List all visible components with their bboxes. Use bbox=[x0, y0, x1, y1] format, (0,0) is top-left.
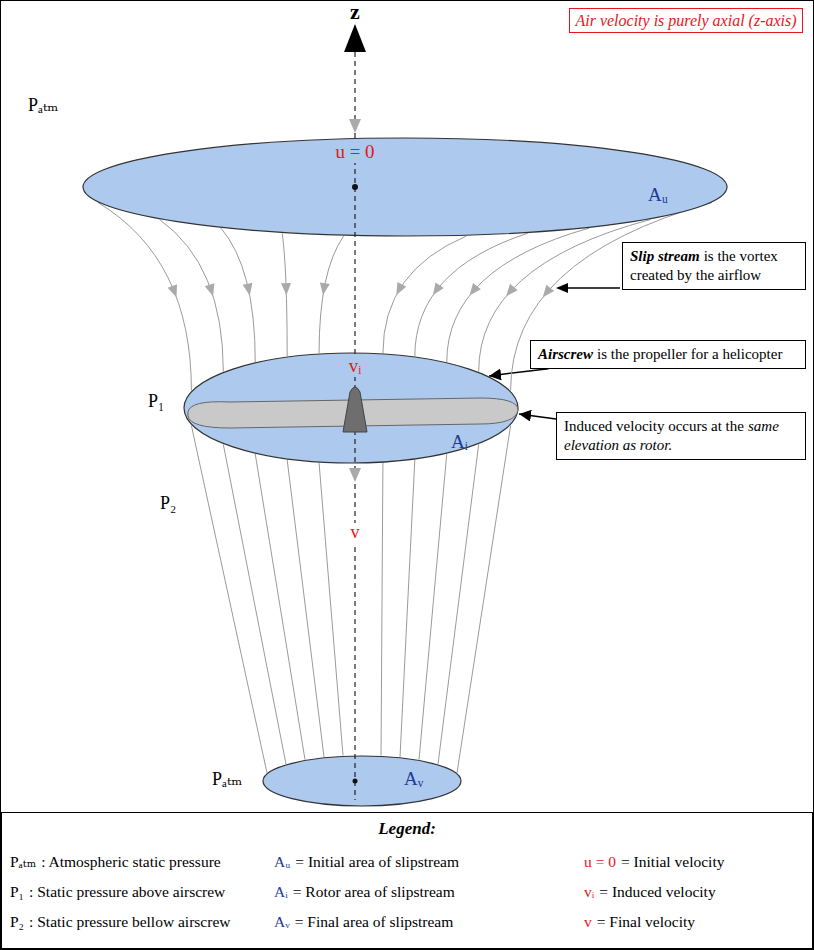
streamline bbox=[319, 236, 344, 353]
flow-arrowhead bbox=[470, 283, 481, 296]
legend-text: : Static pressure above airscrew bbox=[29, 883, 225, 900]
area-label: Aᵥ bbox=[404, 769, 423, 790]
legend-text: : Static pressure bellow airscrew bbox=[29, 913, 230, 930]
callout-box: Airscrewis the propeller for a helicopte… bbox=[530, 340, 806, 369]
flow-arrowhead bbox=[281, 283, 291, 295]
legend-symbol: Aᵢ bbox=[274, 883, 288, 900]
legend-text: = Induced velocity bbox=[599, 883, 715, 900]
disc-shape bbox=[184, 353, 518, 463]
streamline bbox=[438, 444, 479, 764]
legend-text: : Atmospheric static pressure bbox=[41, 853, 221, 870]
legend-symbol: vᵢ bbox=[584, 883, 594, 900]
streamline bbox=[319, 463, 343, 755]
legend-symbol: u = 0 bbox=[584, 853, 616, 870]
callout-box: Slip streamis the vortex created by the … bbox=[622, 242, 806, 290]
legend-text: = Final velocity bbox=[597, 913, 695, 930]
legend-symbol: v bbox=[584, 913, 592, 930]
legend-row: vᵢ = Induced velocity bbox=[584, 883, 716, 901]
flow-arrowhead bbox=[168, 284, 177, 297]
legend-row: P₂ : Static pressure bellow airscrew bbox=[10, 913, 230, 931]
callout-text: Air velocity is purely axial (z-axis) bbox=[575, 12, 796, 29]
legend-text: = Rotor area of slipstream bbox=[293, 883, 455, 900]
streamline bbox=[287, 460, 324, 757]
flow-arrowhead bbox=[433, 282, 444, 295]
area-label: Aᵢ bbox=[451, 432, 468, 453]
disc-outline bbox=[262, 755, 462, 807]
flow-arrowhead bbox=[396, 282, 406, 295]
flow-arrowhead bbox=[320, 282, 330, 295]
disc-shape bbox=[263, 756, 461, 806]
disc-outline bbox=[82, 137, 728, 237]
pressure-label: Pₐₜₘ bbox=[212, 770, 242, 790]
legend-title: Legend: bbox=[2, 819, 812, 839]
slipstream-disc: u = 0 Aᵤ bbox=[82, 137, 728, 237]
streamline bbox=[457, 425, 511, 772]
callout-arrow bbox=[519, 414, 556, 419]
legend-row: Aᵢ = Rotor area of slipstream bbox=[274, 883, 455, 901]
legend-row: Aᵥ = Final area of slipstream bbox=[274, 913, 453, 931]
streamline bbox=[160, 219, 224, 371]
leader-arrowhead bbox=[556, 283, 568, 293]
flow-arrowhead bbox=[506, 284, 518, 296]
pressure-label: P₂ bbox=[160, 494, 176, 514]
legend-text: = Final area of slipstream bbox=[295, 913, 454, 930]
flow-arrowhead bbox=[349, 468, 361, 482]
legend-row: Aᵤ = Initial area of slipstream bbox=[274, 853, 459, 871]
legend-symbol: Pₐₜₘ bbox=[10, 853, 36, 870]
legend-row: v = Final velocity bbox=[584, 913, 695, 931]
area-label: Aᵤ bbox=[648, 185, 668, 206]
streamline bbox=[415, 233, 528, 356]
flow-arrowhead bbox=[205, 283, 215, 296]
legend-row: Pₐₜₘ : Atmospheric static pressure bbox=[10, 853, 221, 871]
legend-box: Legend: Pₐₜₘ : Atmospheric static pressure… bbox=[1, 812, 813, 949]
symbol-label: u = 0 bbox=[332, 142, 377, 163]
disc-shape bbox=[83, 138, 727, 236]
legend-row: P₁ : Static pressure above airscrew bbox=[10, 883, 225, 901]
streamline bbox=[221, 228, 255, 362]
callout-text: Induced velocity occurs at the bbox=[564, 418, 744, 434]
center-dot bbox=[352, 184, 358, 190]
legend-row: u = 0 = Initial velocity bbox=[584, 853, 724, 871]
z-axis-arrow bbox=[344, 24, 366, 52]
callout-box: Induced velocity occurs at thesame eleva… bbox=[556, 412, 806, 460]
leader-line bbox=[566, 287, 620, 289]
legend-symbol: Aᵥ bbox=[274, 913, 290, 930]
streamline bbox=[383, 236, 466, 353]
streamline bbox=[191, 425, 267, 772]
axis-label: z bbox=[350, 0, 360, 24]
flow-arrowhead bbox=[543, 285, 554, 298]
streamline bbox=[381, 463, 383, 755]
callout-arrow bbox=[489, 369, 548, 376]
slipstream-disc: Aᵥ bbox=[262, 755, 462, 807]
streamline bbox=[223, 444, 286, 764]
pressure-label: Pₐₜₘ bbox=[28, 96, 58, 116]
rotor-hub bbox=[343, 387, 367, 432]
symbol-label: vᵢ bbox=[346, 356, 365, 377]
legend-symbol: Aᵤ bbox=[274, 853, 290, 870]
callout-text: is the propeller for a helicopter bbox=[597, 346, 782, 362]
flow-arrowhead bbox=[243, 283, 253, 296]
center-dot bbox=[353, 779, 358, 784]
streamline bbox=[255, 454, 305, 760]
streamline bbox=[419, 454, 447, 760]
flow-arrowhead bbox=[349, 119, 361, 133]
pressure-label: P₁ bbox=[148, 392, 164, 412]
velocity-label: v bbox=[347, 523, 364, 543]
legend-text: = Initial velocity bbox=[621, 853, 724, 870]
legend-symbol: P₁ bbox=[10, 883, 24, 900]
legend-symbol: P₂ bbox=[10, 913, 24, 930]
callout-text: Slip stream bbox=[630, 248, 700, 264]
callout-text: Airscrew bbox=[538, 346, 593, 362]
streamline bbox=[400, 460, 415, 757]
note-box: Air velocity is purely axial (z-axis) bbox=[569, 8, 803, 33]
legend-text: = Initial area of slipstream bbox=[295, 853, 459, 870]
streamline bbox=[98, 203, 191, 391]
